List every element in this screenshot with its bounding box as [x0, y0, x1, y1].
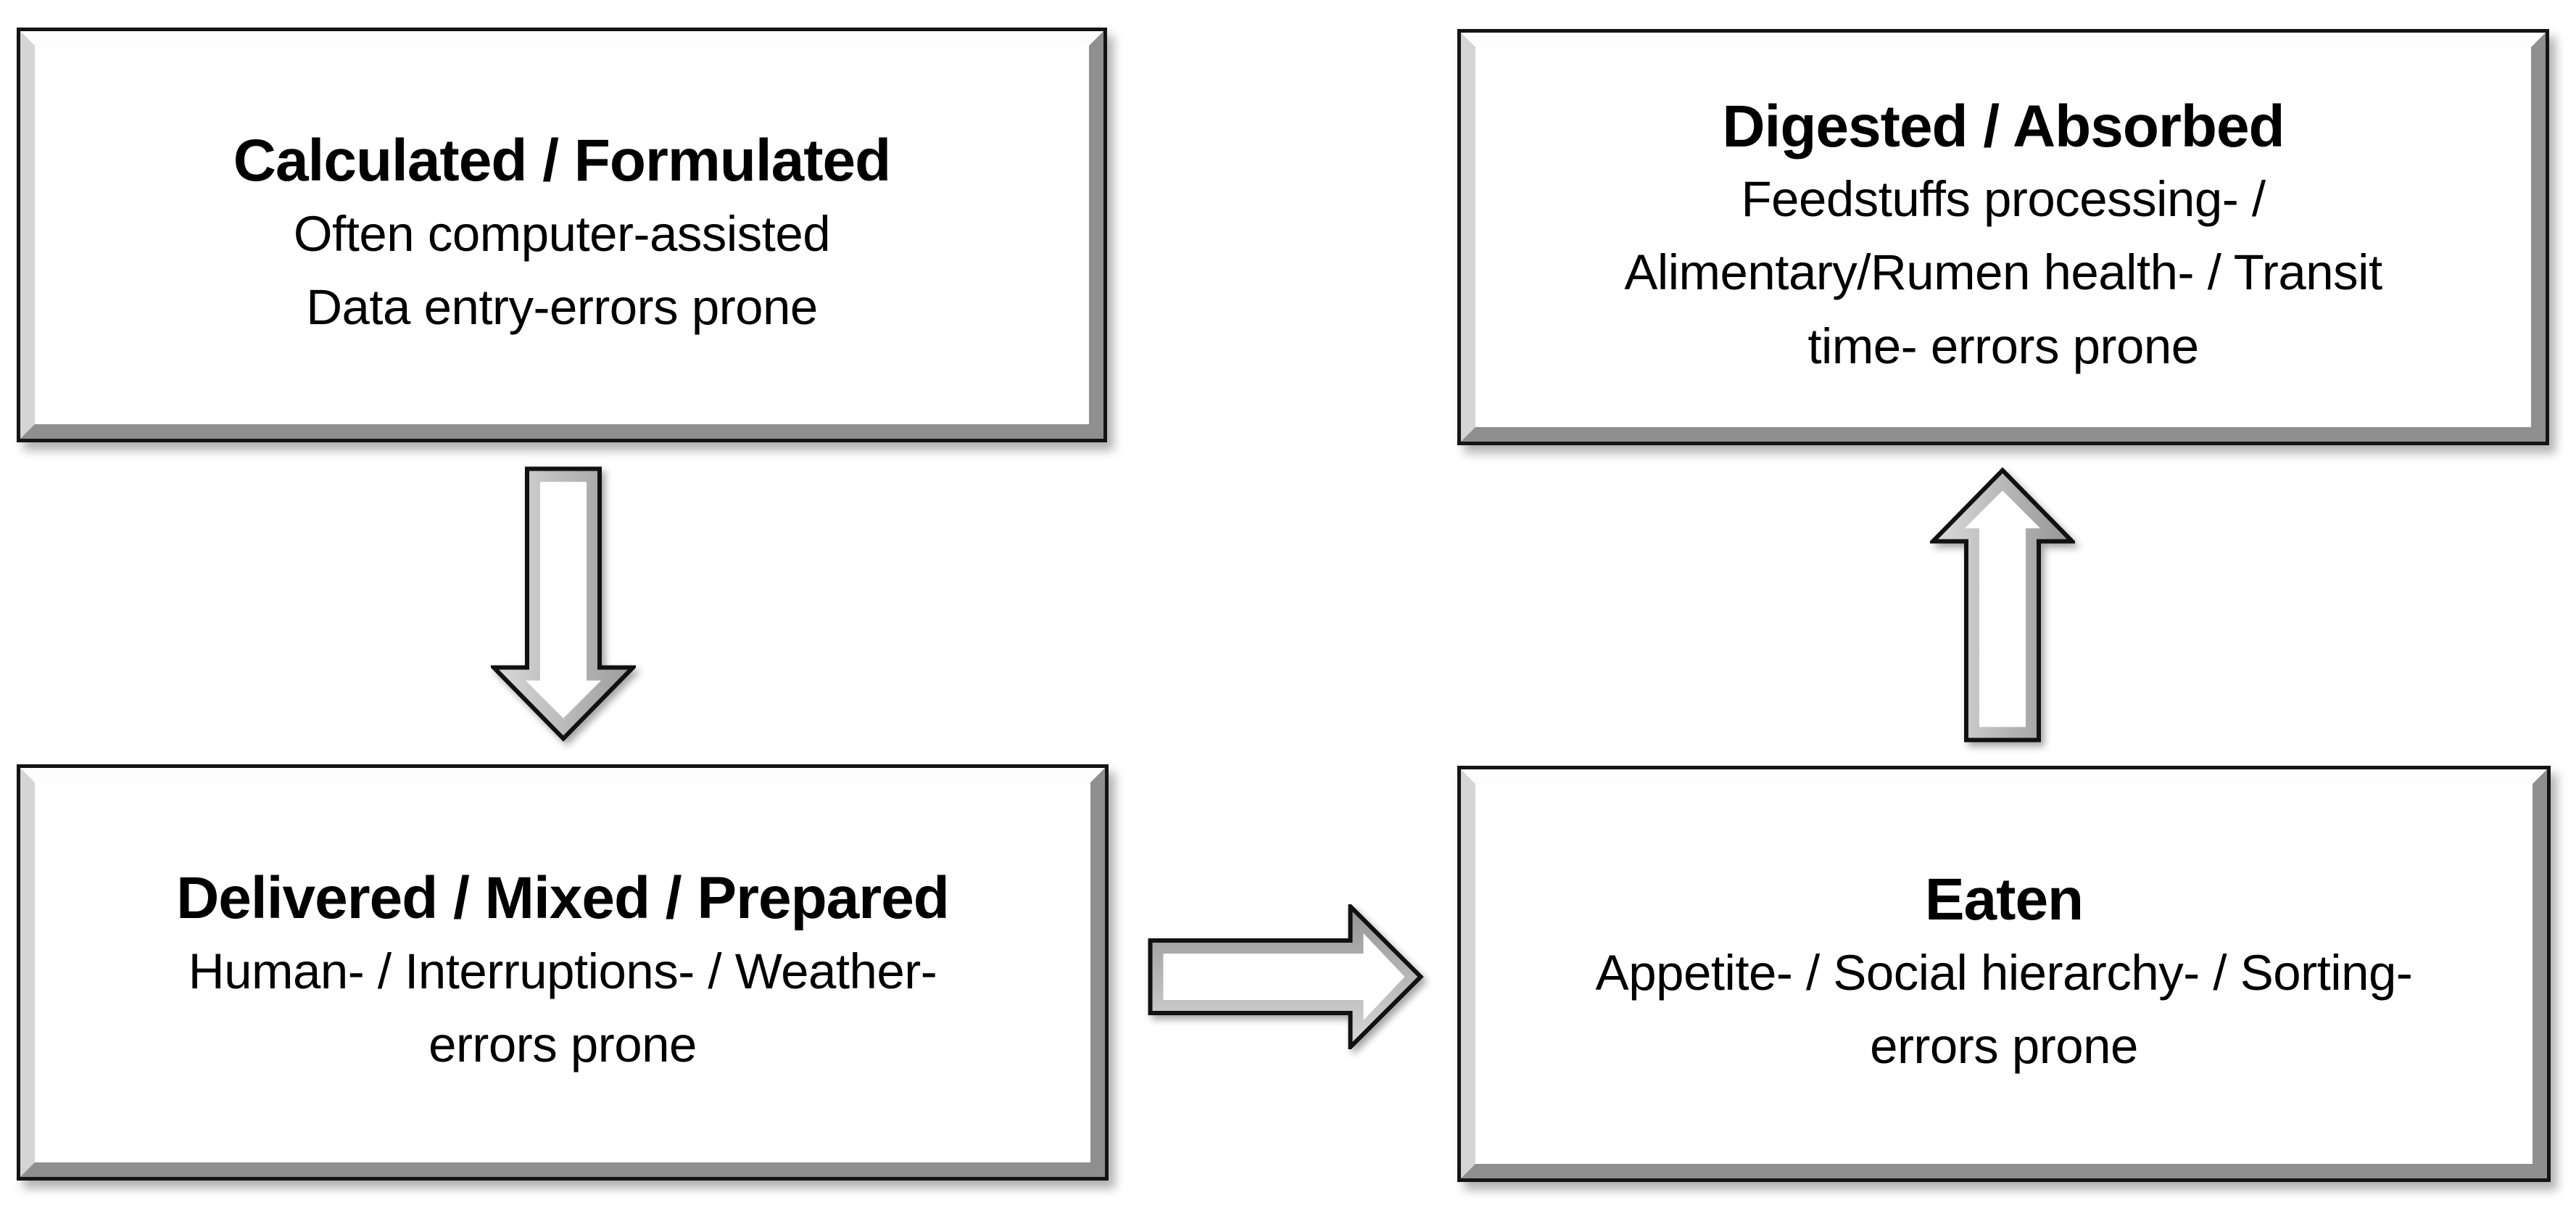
box-title: Digested / Absorbed [1722, 93, 2285, 160]
box-delivered-mixed-prepared: Delivered / Mixed / Prepared Human- / In… [17, 764, 1109, 1181]
box-subtext-line: Alimentary/Rumen health- / Transit [1624, 244, 2382, 301]
up-arrow-icon [1930, 466, 2075, 745]
box-subtext-line: errors prone [1870, 1018, 2138, 1075]
box-content: Delivered / Mixed / Prepared Human- / In… [38, 785, 1088, 1160]
right-arrow-icon [1146, 904, 1425, 1049]
box-subtext-line: Appetite- / Social hierarchy- / Sorting- [1595, 944, 2413, 1001]
box-subtext-line: time- errors prone [1807, 318, 2199, 374]
box-title: Delivered / Mixed / Prepared [176, 865, 950, 932]
box-subtext-line: Human- / Interruptions- / Weather- [188, 943, 937, 999]
box-subtext-line: Often computer-assisted [293, 205, 831, 262]
box-digested-absorbed: Digested / Absorbed Feedstuffs processin… [1457, 29, 2549, 445]
box-subtext-line: Feedstuffs processing- / [1741, 171, 2266, 228]
box-eaten: Eaten Appetite- / Social hierarchy- / So… [1457, 766, 2551, 1182]
box-content: Digested / Absorbed Feedstuffs processin… [1478, 50, 2528, 424]
box-content: Calculated / Formulated Often computer-a… [38, 49, 1086, 421]
box-title: Calculated / Formulated [233, 128, 892, 194]
box-subtext-line: Data entry-errors prone [306, 279, 818, 336]
box-calculated-formulated: Calculated / Formulated Often computer-a… [17, 28, 1107, 442]
box-content: Eaten Appetite- / Social hierarchy- / So… [1478, 787, 2530, 1161]
box-title: Eaten [1924, 867, 2084, 933]
down-arrow-icon [491, 464, 636, 743]
box-subtext-line: errors prone [428, 1017, 697, 1073]
